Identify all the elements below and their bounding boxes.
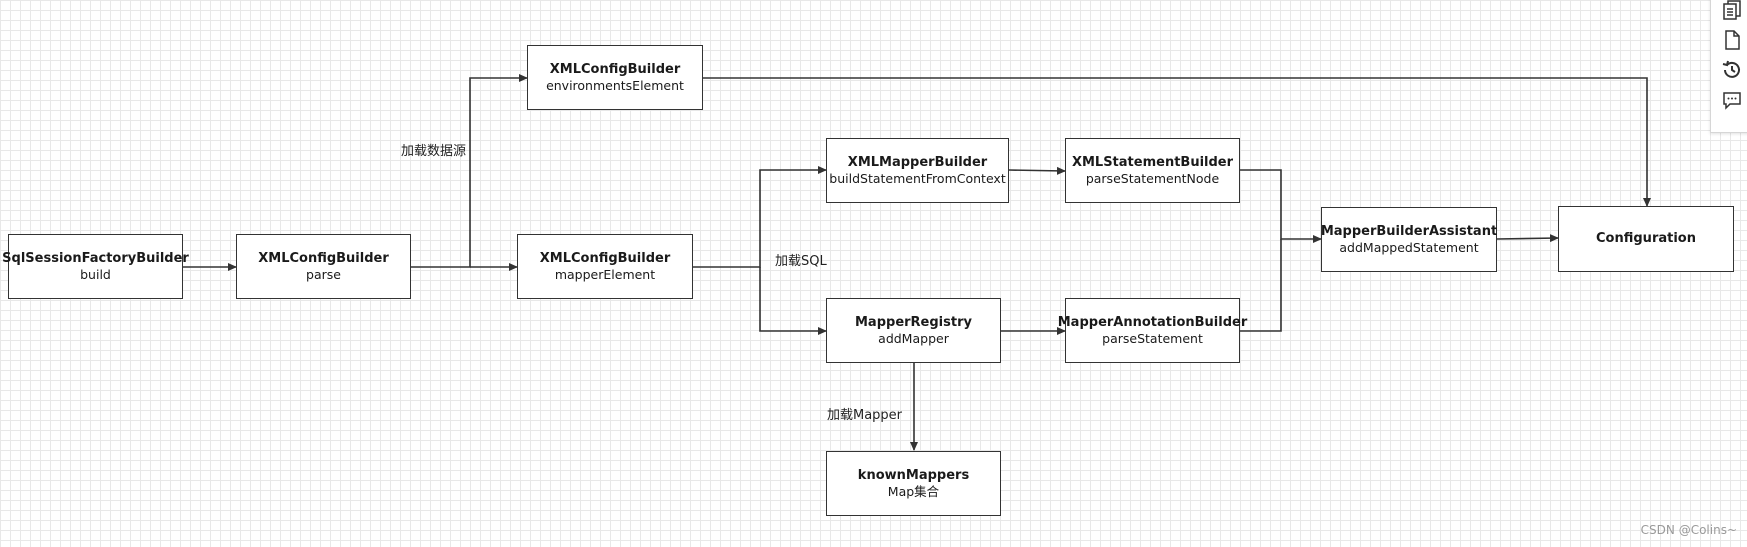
history-icon[interactable] — [1721, 59, 1743, 81]
node-xmlmapperbuilder[interactable]: XMLMapperBuilder buildStatementFromConte… — [826, 138, 1009, 203]
node-subtitle: Map集合 — [887, 483, 940, 499]
node-title: XMLStatementBuilder — [1071, 154, 1234, 170]
node-title: MapperAnnotationBuilder — [1057, 314, 1248, 330]
node-title: knownMappers — [857, 467, 970, 483]
node-subtitle: environmentsElement — [546, 77, 684, 93]
comment-icon[interactable] — [1721, 89, 1743, 111]
node-subtitle: buildStatementFromContext — [829, 170, 1006, 186]
edge-xmlstatementbuilder-to-assistant — [1240, 169, 1322, 243]
node-configuration[interactable]: Configuration — [1558, 206, 1734, 272]
node-title: XMLConfigBuilder — [549, 61, 681, 77]
node-subtitle: parse — [306, 266, 341, 282]
edge-assistant-to-configuration — [1496, 234, 1559, 243]
edge-annotationbuilder-to-assistant — [1240, 239, 1282, 332]
document-icon[interactable] — [1721, 29, 1743, 51]
node-title: MapperRegistry — [855, 314, 972, 330]
edge-parse-to-environments — [411, 74, 528, 268]
edge-environments-to-configuration — [703, 77, 1651, 207]
node-xmlconfigbuilder-parse[interactable]: XMLConfigBuilder parse — [236, 234, 411, 299]
node-title: XMLConfigBuilder — [539, 250, 671, 266]
side-toolbar — [1710, 0, 1747, 133]
node-title: Configuration — [1596, 231, 1696, 246]
node-xmlconfigbuilder-mapperelement[interactable]: XMLConfigBuilder mapperElement — [517, 234, 693, 299]
node-xmlconfigbuilder-environments[interactable]: XMLConfigBuilder environmentsElement — [527, 45, 703, 110]
node-mapperbuilderassistant[interactable]: MapperBuilderAssistant addMappedStatemen… — [1321, 207, 1497, 272]
node-xmlstatementbuilder[interactable]: XMLStatementBuilder parseStatementNode — [1065, 138, 1240, 203]
edge-xmlmapperbuilder-to-xmlstatementbuilder — [1008, 166, 1066, 175]
node-subtitle: build — [80, 266, 111, 282]
edge-mapperelement-to-xmlmapperbuilder — [693, 166, 827, 268]
node-title: MapperBuilderAssistant — [1320, 223, 1498, 239]
label-load-mapper: 加载Mapper — [827, 408, 903, 423]
node-subtitle: parseStatement — [1102, 330, 1203, 346]
pages-icon[interactable] — [1721, 0, 1743, 22]
node-mapperannotationbuilder[interactable]: MapperAnnotationBuilder parseStatement — [1058, 298, 1247, 363]
node-subtitle: addMappedStatement — [1339, 239, 1479, 255]
edge-mapperelement-to-mapperregistry — [759, 267, 827, 335]
node-title: SqlSessionFactoryBuilder — [2, 250, 189, 266]
node-sqlsessionfactorybuilder[interactable]: SqlSessionFactoryBuilder build — [2, 234, 189, 299]
node-subtitle: addMapper — [878, 330, 949, 346]
watermark: CSDN @Colins~ — [1640, 523, 1737, 537]
node-subtitle: mapperElement — [554, 266, 656, 282]
node-knownmappers[interactable]: knownMappers Map集合 — [826, 451, 1001, 516]
node-subtitle: parseStatementNode — [1085, 170, 1220, 186]
label-load-sql: 加载SQL — [775, 254, 827, 269]
node-title: XMLConfigBuilder — [258, 250, 389, 266]
node-title: XMLMapperBuilder — [847, 154, 988, 170]
node-mapperregistry[interactable]: MapperRegistry addMapper — [826, 298, 1001, 363]
label-load-datasource: 加载数据源 — [401, 144, 467, 159]
